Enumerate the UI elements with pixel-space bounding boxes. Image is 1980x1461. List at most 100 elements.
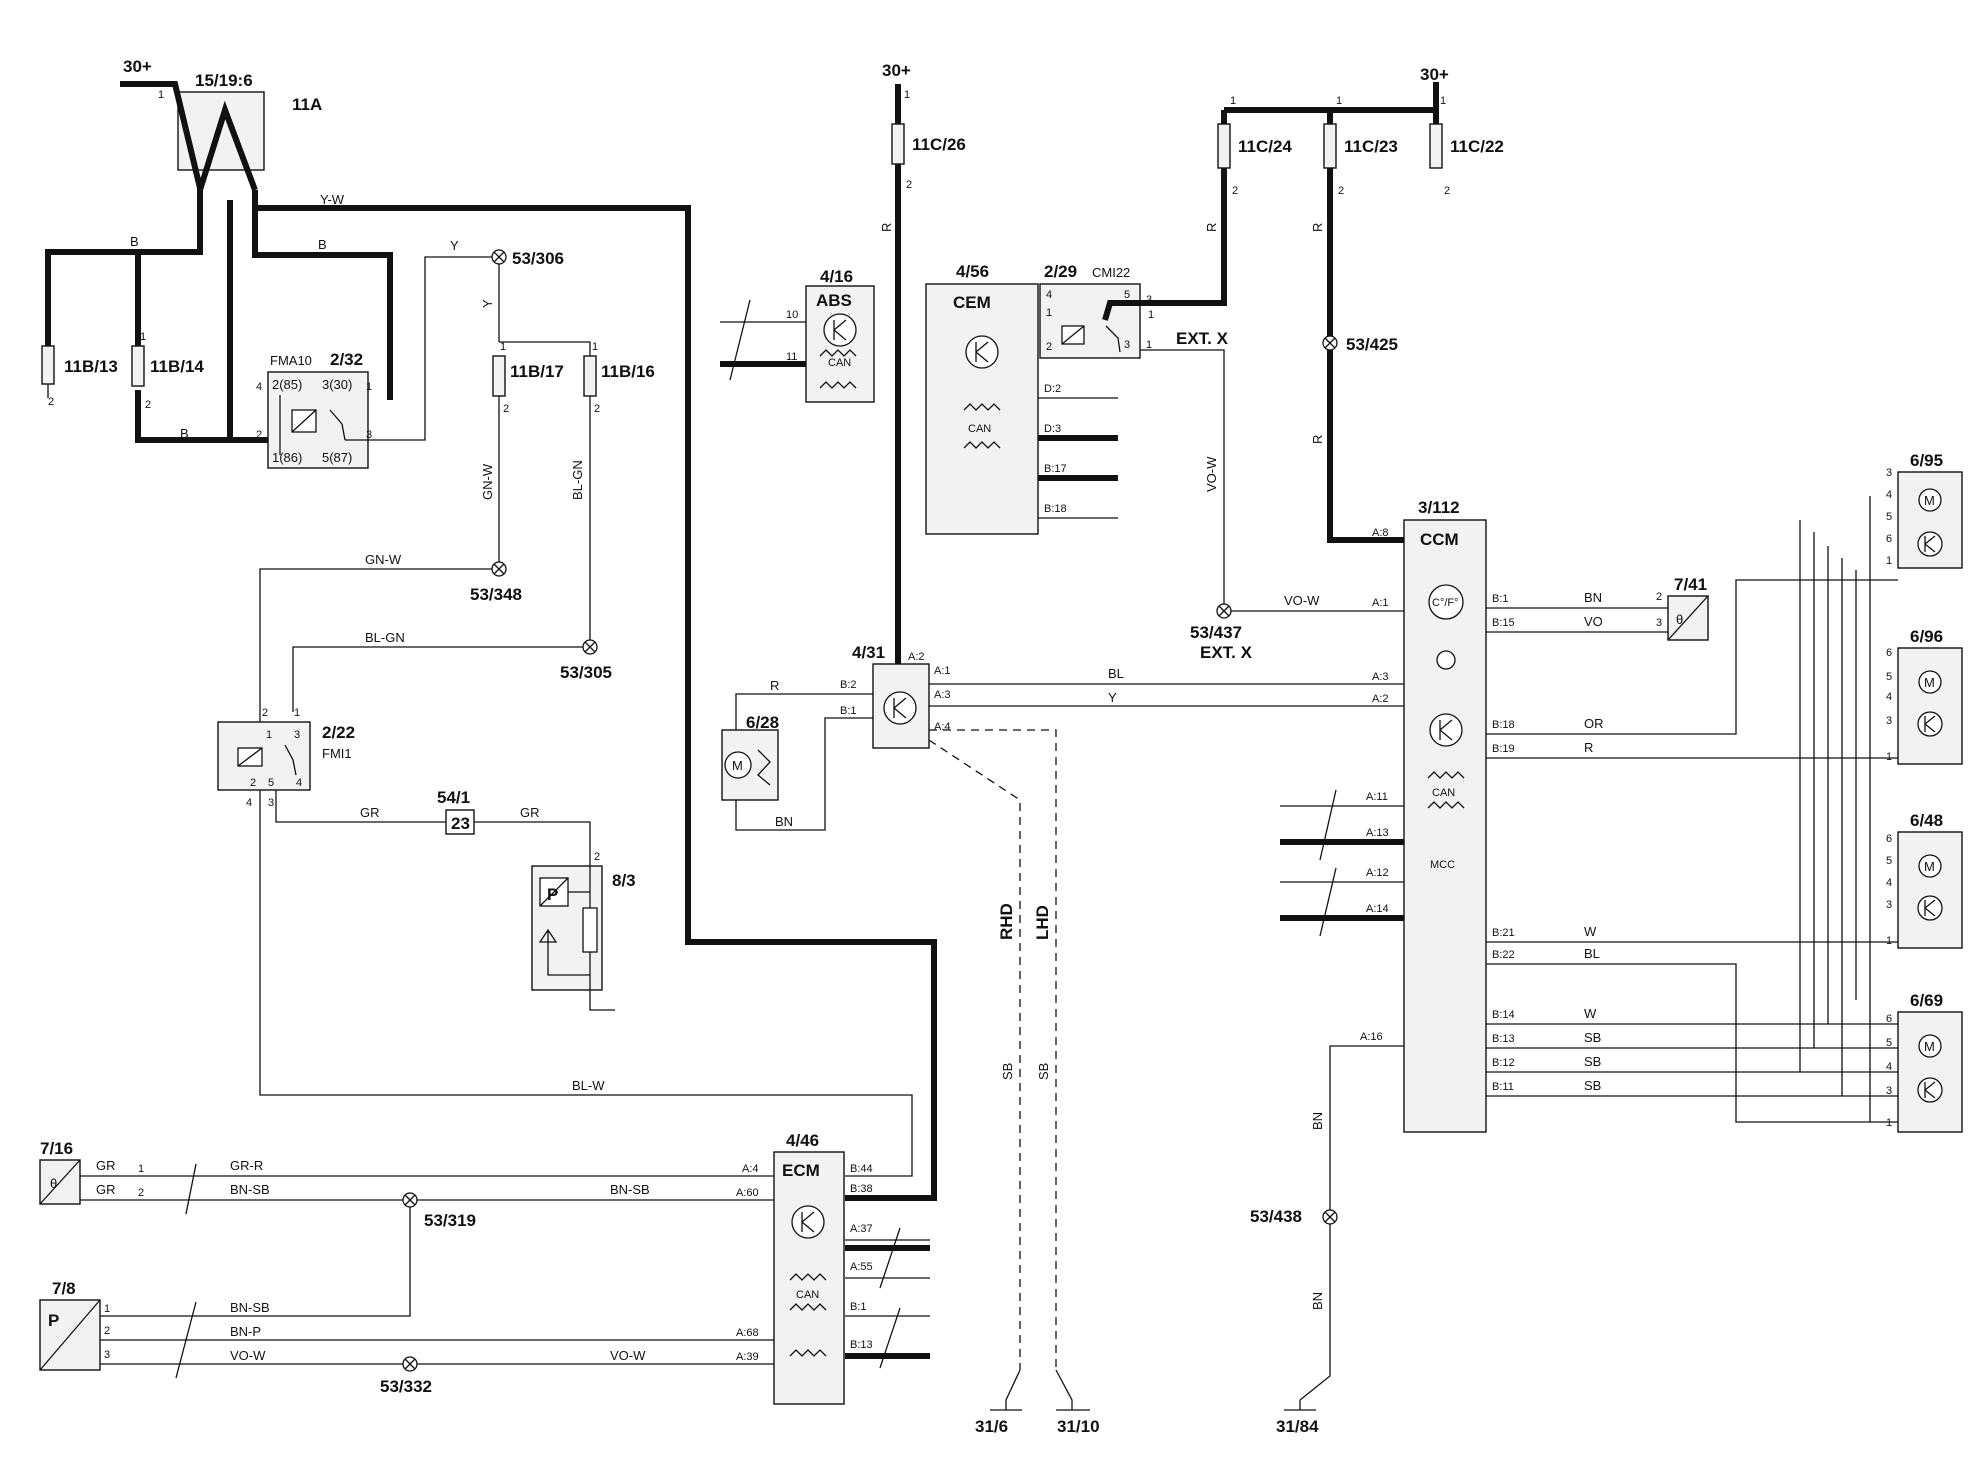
svg-text:SB: SB [1584,1054,1601,1069]
svg-text:D:2: D:2 [1044,383,1061,395]
svg-text:1: 1 [1148,309,1154,321]
svg-text:15/19:6: 15/19:6 [195,71,253,90]
svg-text:53/305: 53/305 [560,663,612,682]
svg-text:4: 4 [1046,289,1052,301]
svg-text:1: 1 [1230,95,1236,107]
svg-text:VO-W: VO-W [230,1348,266,1363]
feed-30-plus-right: 30+ 1 1 1 [1230,65,1449,107]
svg-text:BL-GN: BL-GN [570,460,585,500]
ccm-module: 3/112 CCM C°/F° CAN MCC [1403,498,1487,1133]
fuse-11b-14: 11B/14 1 2 [131,331,204,411]
node-4-31: 4/31 A:2 A:1 A:3 A:4 B:2 B:1 [840,643,951,749]
svg-text:VO: VO [1584,614,1603,629]
svg-text:B: B [130,234,139,249]
svg-text:7/41: 7/41 [1674,575,1707,594]
svg-text:A:55: A:55 [850,1261,873,1273]
svg-text:EXT. X: EXT. X [1200,643,1253,662]
svg-text:θ: θ [1676,612,1683,627]
svg-text:A:3: A:3 [934,689,951,701]
svg-text:1: 1 [104,1303,110,1315]
svg-text:5(87): 5(87) [322,450,352,465]
wire-bn-ground [1299,1045,1404,1401]
svg-text:4: 4 [246,797,252,809]
svg-text:R: R [1310,223,1325,232]
svg-text:1: 1 [266,729,272,741]
svg-text:31/10: 31/10 [1057,1417,1100,1436]
svg-text:1: 1 [366,381,372,393]
ground-31-6: 31/6 [975,1369,1022,1436]
svg-text:SB: SB [1584,1078,1601,1093]
svg-text:7/16: 7/16 [40,1139,73,1158]
svg-text:SB: SB [1000,1063,1015,1080]
wire-bl-gn-relay [292,646,583,712]
svg-text:1: 1 [1886,935,1892,947]
svg-text:M: M [1924,493,1935,508]
wire-ccm-twists [1319,789,1337,937]
svg-text:6: 6 [1886,833,1892,845]
svg-text:A:60: A:60 [736,1187,759,1199]
svg-text:4: 4 [1886,1061,1892,1073]
relay-2-22: 2/22 FMI1 2 1 1 3 2 5 4 4 3 [217,707,355,809]
ecm-module: 4/46 ECM CAN [773,1131,845,1405]
svg-text:3: 3 [1124,339,1130,351]
svg-text:CAN: CAN [828,357,851,369]
svg-text:GR: GR [96,1182,116,1197]
wire-b-11b13 [45,188,203,346]
svg-text:BN: BN [1310,1112,1325,1130]
svg-text:CCM: CCM [1420,530,1459,549]
svg-text:R: R [1204,223,1219,232]
svg-text:R: R [1584,740,1593,755]
splice-53-438: 53/438 [1250,1207,1338,1226]
ground-31-10: 31/10 [1055,1369,1100,1436]
svg-text:3: 3 [1886,1085,1892,1097]
wire-r-fan [735,693,873,730]
svg-text:2: 2 [503,403,509,415]
svg-text:R: R [879,223,894,232]
svg-text:53/306: 53/306 [512,249,564,268]
svg-text:11B/16: 11B/16 [601,362,655,381]
svg-text:M: M [732,758,743,773]
svg-text:30+: 30+ [1420,65,1449,84]
svg-text:GR: GR [96,1158,116,1173]
svg-text:11C/23: 11C/23 [1344,137,1398,156]
svg-text:53/332: 53/332 [380,1377,432,1396]
svg-text:M: M [1924,859,1935,874]
svg-text:11A: 11A [292,95,322,114]
svg-text:VO-W: VO-W [1284,593,1320,608]
svg-text:6/28: 6/28 [746,713,779,732]
svg-text:A:1: A:1 [934,665,951,677]
svg-text:1: 1 [1440,95,1446,107]
fan-6-28: 6/28 M [721,713,779,801]
svg-text:31/84: 31/84 [1276,1417,1319,1436]
relay-2-29: 2/29 CMI22 4 5 1 2 3 3 1 [1039,262,1152,359]
svg-text:B: B [180,426,189,441]
svg-text:B:1: B:1 [850,1301,867,1313]
cem-module: 4/56 CEM CAN D:2 D:3 B:17 B:18 [925,262,1067,535]
svg-text:2/22: 2/22 [322,723,355,742]
motor-6-69: 6/69 M 6 5 4 3 1 [1886,991,1963,1133]
svg-text:B:12: B:12 [1492,1057,1515,1069]
svg-text:A:39: A:39 [736,1351,759,1363]
wire-ecm-twists [879,1227,901,1369]
wire-gn-w-bl-w [259,568,913,1148]
svg-text:CAN: CAN [968,423,991,435]
svg-text:5: 5 [1886,855,1892,867]
svg-text:5: 5 [1124,289,1130,301]
svg-text:RHD: RHD [997,903,1016,940]
svg-text:MCC: MCC [1430,859,1455,871]
svg-text:A:16: A:16 [1360,1031,1383,1043]
svg-text:W: W [1584,924,1597,939]
svg-text:A:2: A:2 [908,651,925,663]
svg-text:B:1: B:1 [840,705,857,717]
svg-text:FMI1: FMI1 [322,746,352,761]
relay-2-32: FMA10 2/32 2(85) 3(30) 1(86) 5(87) 4 2 1… [256,350,372,469]
svg-text:CAN: CAN [796,1289,819,1301]
wire-r-11c24 [1102,146,1227,321]
svg-text:A:13: A:13 [1366,827,1389,839]
svg-text:CMI22: CMI22 [1092,265,1130,280]
svg-text:B:17: B:17 [1044,463,1067,475]
svg-text:A:1: A:1 [1372,597,1389,609]
svg-text:A:4: A:4 [934,721,951,733]
svg-text:BL: BL [1108,666,1124,681]
